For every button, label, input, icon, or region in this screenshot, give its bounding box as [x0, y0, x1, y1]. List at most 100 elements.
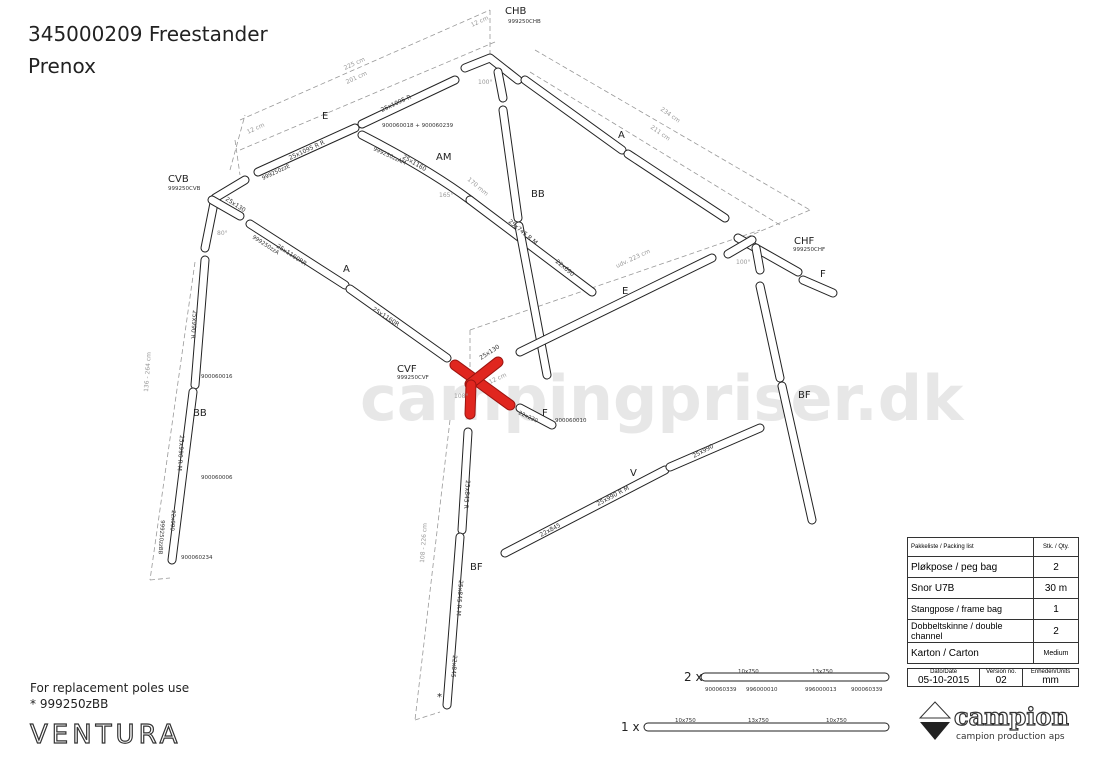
- ridge-two-code3: 996000013: [805, 687, 837, 693]
- units-value: mm: [1042, 675, 1059, 686]
- code-chf: 999250CHF: [793, 247, 825, 253]
- label-f-front: F: [542, 408, 548, 419]
- qty-header: Stk. / Qty.: [1033, 537, 1079, 557]
- tube-a-back-1-fill: [521, 76, 626, 154]
- code-cvb: 999250CVB: [168, 186, 201, 192]
- units-label: Enheden/Units: [1030, 669, 1071, 675]
- dimension-line: [739, 209, 811, 241]
- angle-chb: 100°: [478, 79, 492, 86]
- label-chb: CHB: [505, 6, 527, 17]
- campion-logo: campion campion production aps: [918, 700, 1083, 750]
- dim-12a: 12 cm: [470, 15, 490, 29]
- dim-211: 211 cm: [649, 124, 672, 143]
- label-bb-back: BB: [531, 189, 545, 200]
- qty: 2: [1033, 619, 1079, 643]
- tube-bf-front-1-fill: [458, 428, 472, 534]
- tube-bb-left-2-fill: [168, 388, 197, 564]
- seg-bf-front-2: 25x845 R M: [455, 580, 464, 616]
- ridge-one-seg3: 10x750: [826, 718, 847, 724]
- label-a-back: A: [618, 130, 625, 141]
- date-value: 05-10-2015: [918, 675, 970, 686]
- connector-chb-leg-fill: [494, 68, 507, 102]
- label-e-front: E: [622, 286, 628, 297]
- tube-a-back-2-fill: [624, 150, 729, 222]
- ridge-two-code4: 900060339: [851, 687, 883, 693]
- connector-chf-stub-fill: [724, 236, 756, 258]
- tube-f-right-fill: [799, 276, 837, 297]
- ridge-two-qty: 2 x: [684, 670, 703, 684]
- label-chf: CHF: [794, 236, 815, 247]
- angle-cvf: 108°: [454, 393, 468, 400]
- dim-223: udv. 223 cm: [615, 248, 652, 270]
- dimension-line: [229, 114, 246, 171]
- label-bf-front: BF: [470, 562, 483, 573]
- dimension-line: [529, 71, 781, 226]
- part-bb-1: 900060016: [201, 374, 233, 380]
- code-chb: 999250CHB: [508, 19, 541, 25]
- tube-a-front-2-fill: [346, 285, 451, 362]
- item: Dobbeltskinne / double channel: [907, 619, 1034, 643]
- dim-136-264: 136 - 264 cm: [143, 352, 153, 392]
- star-mark: *: [437, 692, 442, 703]
- angle-chf: 100°: [736, 259, 750, 266]
- label-am: AM: [436, 152, 451, 163]
- connector-cvf-stub-fill: [465, 357, 503, 389]
- label-v: V: [630, 468, 637, 479]
- code-cvf: 999250CVF: [397, 375, 429, 381]
- qty: 1: [1033, 598, 1079, 620]
- ridge-two-code2: 996000010: [746, 687, 778, 693]
- item: Snor U7B: [907, 577, 1034, 599]
- connector-chb-fill: [461, 54, 522, 84]
- dim-201: 201 cm: [345, 70, 368, 86]
- dim-225: 225 cm: [343, 56, 366, 72]
- dimension-line: [149, 261, 196, 581]
- item: Stangpose / frame bag: [907, 598, 1034, 620]
- logo-subtitle: campion production aps: [956, 732, 1065, 742]
- label-a-front: A: [343, 264, 350, 275]
- seg-bb-left-2: 25x990 R M: [176, 435, 185, 471]
- dimension-line: [234, 139, 241, 176]
- tubes: [167, 53, 890, 732]
- tube-e-back-2-fill: [358, 76, 459, 128]
- tube-v-1-fill: [501, 466, 669, 557]
- connector-cvf-leg-fill: [465, 380, 476, 419]
- seg-e-back-1: 25x1095 R R: [288, 139, 326, 162]
- label-cvb: CVB: [168, 174, 189, 185]
- seg-bb-left-3: 22x990: [169, 510, 176, 532]
- tube-f-front-fill: [516, 404, 556, 429]
- dim-12b: 12 cm: [246, 122, 266, 136]
- version-label: Version no.: [986, 669, 1017, 675]
- tube-bf-front-2-fill: [443, 533, 464, 709]
- dimension-line: [239, 9, 491, 121]
- label-bb-left: BB: [193, 408, 207, 419]
- tube-bf-right-2-fill: [778, 382, 816, 524]
- label-bf-right: BF: [798, 390, 811, 401]
- dimension-line: [414, 419, 451, 721]
- ridge-two-seg2: 13x750: [812, 669, 833, 675]
- triangle-logo-icon: [918, 701, 952, 740]
- tube-am-1-fill: [358, 131, 474, 204]
- document-title: 345000209 Freestander: [28, 22, 268, 46]
- dim-234: 234 cm: [659, 106, 682, 125]
- label-f-right: F: [820, 269, 826, 280]
- date-label: Dato/Date: [930, 669, 958, 675]
- dimension-line: [469, 229, 761, 331]
- dimension-line: [149, 577, 171, 581]
- ridge-two-code1: 900060339: [705, 687, 737, 693]
- tube-e-back-1-fill: [254, 124, 359, 176]
- tube-v-2-fill: [666, 424, 764, 471]
- tube-bb-left-1-fill: [191, 256, 209, 389]
- ridge-one-seg2: 13x750: [748, 718, 769, 724]
- tube-bb-back-2-fill: [515, 222, 551, 379]
- angle-cvb: 80°: [217, 230, 228, 237]
- ridge-two-seg1: 10x750: [738, 669, 759, 675]
- label-cvf: CVF: [397, 364, 417, 375]
- tube-am-2-fill: [466, 196, 596, 296]
- ridge-one-seg1: 10x750: [675, 718, 696, 724]
- connector-chf-leg-fill: [752, 244, 764, 274]
